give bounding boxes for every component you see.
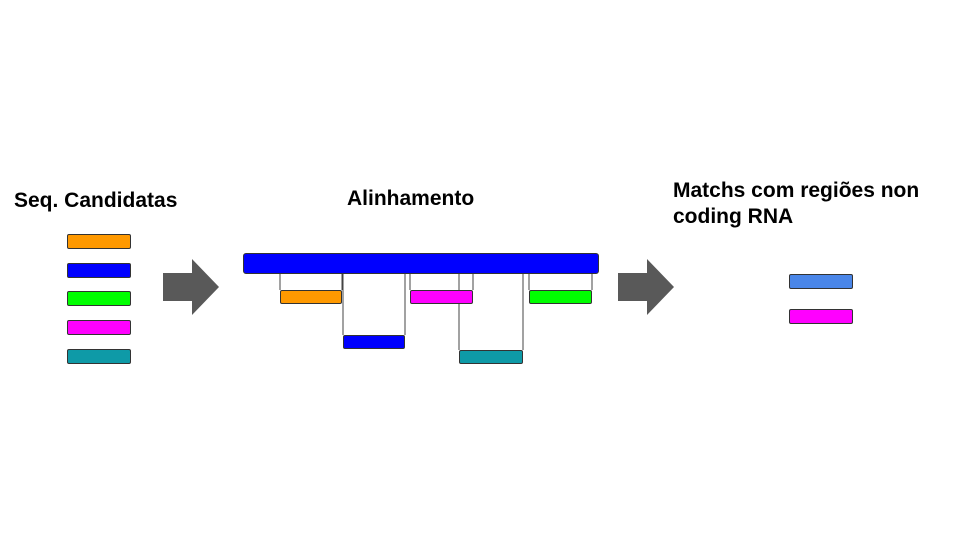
alignment-title: Alinhamento	[347, 187, 475, 210]
aligned-fragment-teal	[459, 350, 523, 364]
candidate-bar-blue	[67, 263, 131, 278]
right-arrow-icon	[618, 259, 674, 315]
aligned-fragment-green	[529, 290, 592, 304]
candidate-bar-green	[67, 291, 131, 306]
matches-title: Matchs com regiões non coding RNA	[673, 179, 920, 228]
candidate-bar-magenta	[67, 320, 131, 335]
aligned-fragment-orange	[280, 290, 342, 304]
match-bar-light_blue	[789, 274, 853, 289]
candidate-bar-teal	[67, 349, 131, 364]
right-arrow-icon	[163, 259, 219, 315]
aligned-fragment-blue	[343, 335, 405, 349]
aligned-fragment-magenta	[410, 290, 473, 304]
match-bar-magenta	[789, 309, 853, 324]
candidate-bar-orange	[67, 234, 131, 249]
candidates-title: Seq. Candidatas	[14, 189, 178, 212]
reference-sequence-bar	[243, 253, 599, 274]
